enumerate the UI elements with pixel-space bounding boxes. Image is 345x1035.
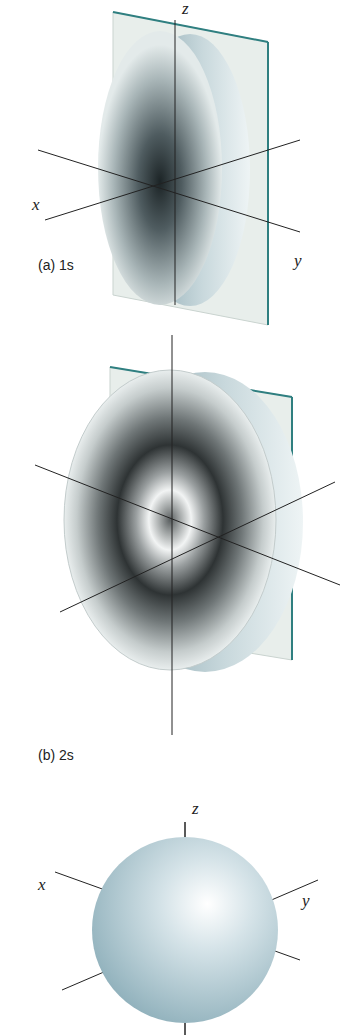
axis-label: y [300, 892, 312, 911]
orbital-2s [35, 335, 340, 735]
orbital-sphere-surface [92, 837, 278, 1023]
y-axis [35, 465, 340, 585]
z-axis [172, 335, 173, 735]
x-axis [60, 482, 335, 612]
panel-caption: (a) 1s [36, 258, 76, 273]
axis-label: y [292, 252, 304, 271]
axis-label: x [36, 876, 48, 895]
plane-edge [267, 42, 269, 325]
orbital-sphere [55, 822, 318, 1035]
panel-caption: (b) 2s [36, 748, 76, 763]
z-axis [175, 20, 176, 305]
axis-label: z [180, 0, 191, 19]
axis-label: z [190, 800, 201, 819]
axis-label: x [30, 196, 42, 215]
y-axis [38, 150, 300, 232]
orbital-1s [38, 12, 300, 325]
z-axis [185, 1023, 186, 1035]
x-axis [45, 140, 300, 220]
orbital-section [98, 31, 222, 305]
z-axis [185, 822, 186, 837]
orbital-section [64, 370, 276, 670]
